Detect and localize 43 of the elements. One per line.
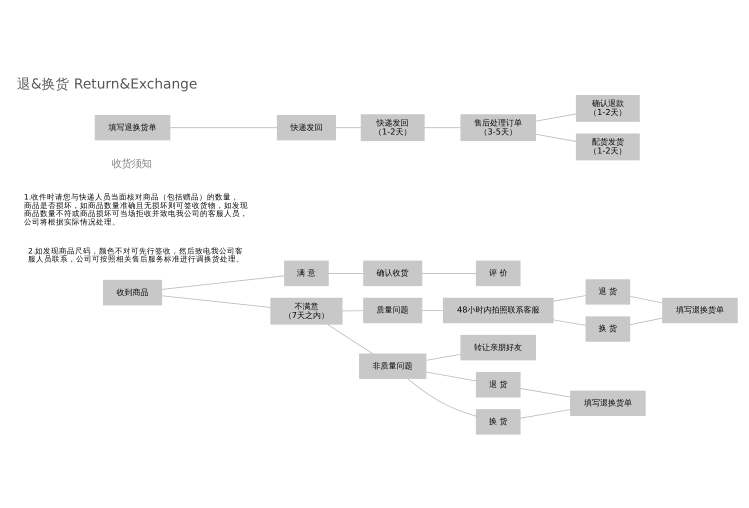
connector [407, 378, 476, 416]
node-box: 填写退换货单 [570, 390, 646, 416]
connector [328, 272, 364, 274]
connector [535, 113, 577, 122]
node-box: 非质量问题 [359, 352, 426, 378]
node-box: 配货发货 （1-2天） [576, 133, 640, 160]
connector [327, 323, 374, 354]
node-box: 快递发回 （1-2天） [360, 114, 425, 141]
node-box: 填写退换货单 [94, 114, 170, 140]
connector [422, 272, 477, 274]
node-box: 退 货 [586, 278, 630, 304]
node-box: 48小时内拍照联系客服 [442, 297, 554, 323]
node-box: 换 货 [476, 408, 521, 434]
connector [552, 294, 586, 302]
node-box: 不满意 （7天之内） [270, 297, 343, 324]
connector [520, 408, 571, 418]
connector [552, 318, 586, 326]
node-box: 确认收货 [363, 260, 422, 286]
node-box: 确认退款 （1-2天） [576, 94, 640, 122]
node-box: 快递发回 [276, 114, 336, 140]
label: 收货须知 [112, 158, 152, 170]
node-box: 填写退换货单 [662, 297, 738, 323]
connector [426, 371, 477, 381]
node-box: 退 货 [476, 372, 521, 397]
connector [630, 295, 663, 303]
diagram-title: 退&换货 Return&Exchange [16, 76, 198, 92]
node-box: 换 货 [586, 316, 630, 342]
connector [520, 388, 571, 397]
connector [424, 126, 462, 128]
connector [426, 353, 462, 360]
connector [342, 310, 364, 311]
node-box: 评 价 [476, 260, 521, 286]
node-box: 转让亲朋好友 [460, 334, 536, 360]
connector [162, 294, 271, 308]
connector [170, 126, 278, 128]
node-box: 满 意 [284, 260, 329, 286]
connector [535, 133, 577, 142]
connector [335, 126, 362, 128]
connector [630, 317, 663, 325]
node-box: 售后处理订单 （3-5天） [460, 114, 536, 141]
node-box: 收到商品 [102, 279, 162, 305]
connector [162, 274, 285, 290]
node-box: 质量问题 [363, 297, 422, 323]
